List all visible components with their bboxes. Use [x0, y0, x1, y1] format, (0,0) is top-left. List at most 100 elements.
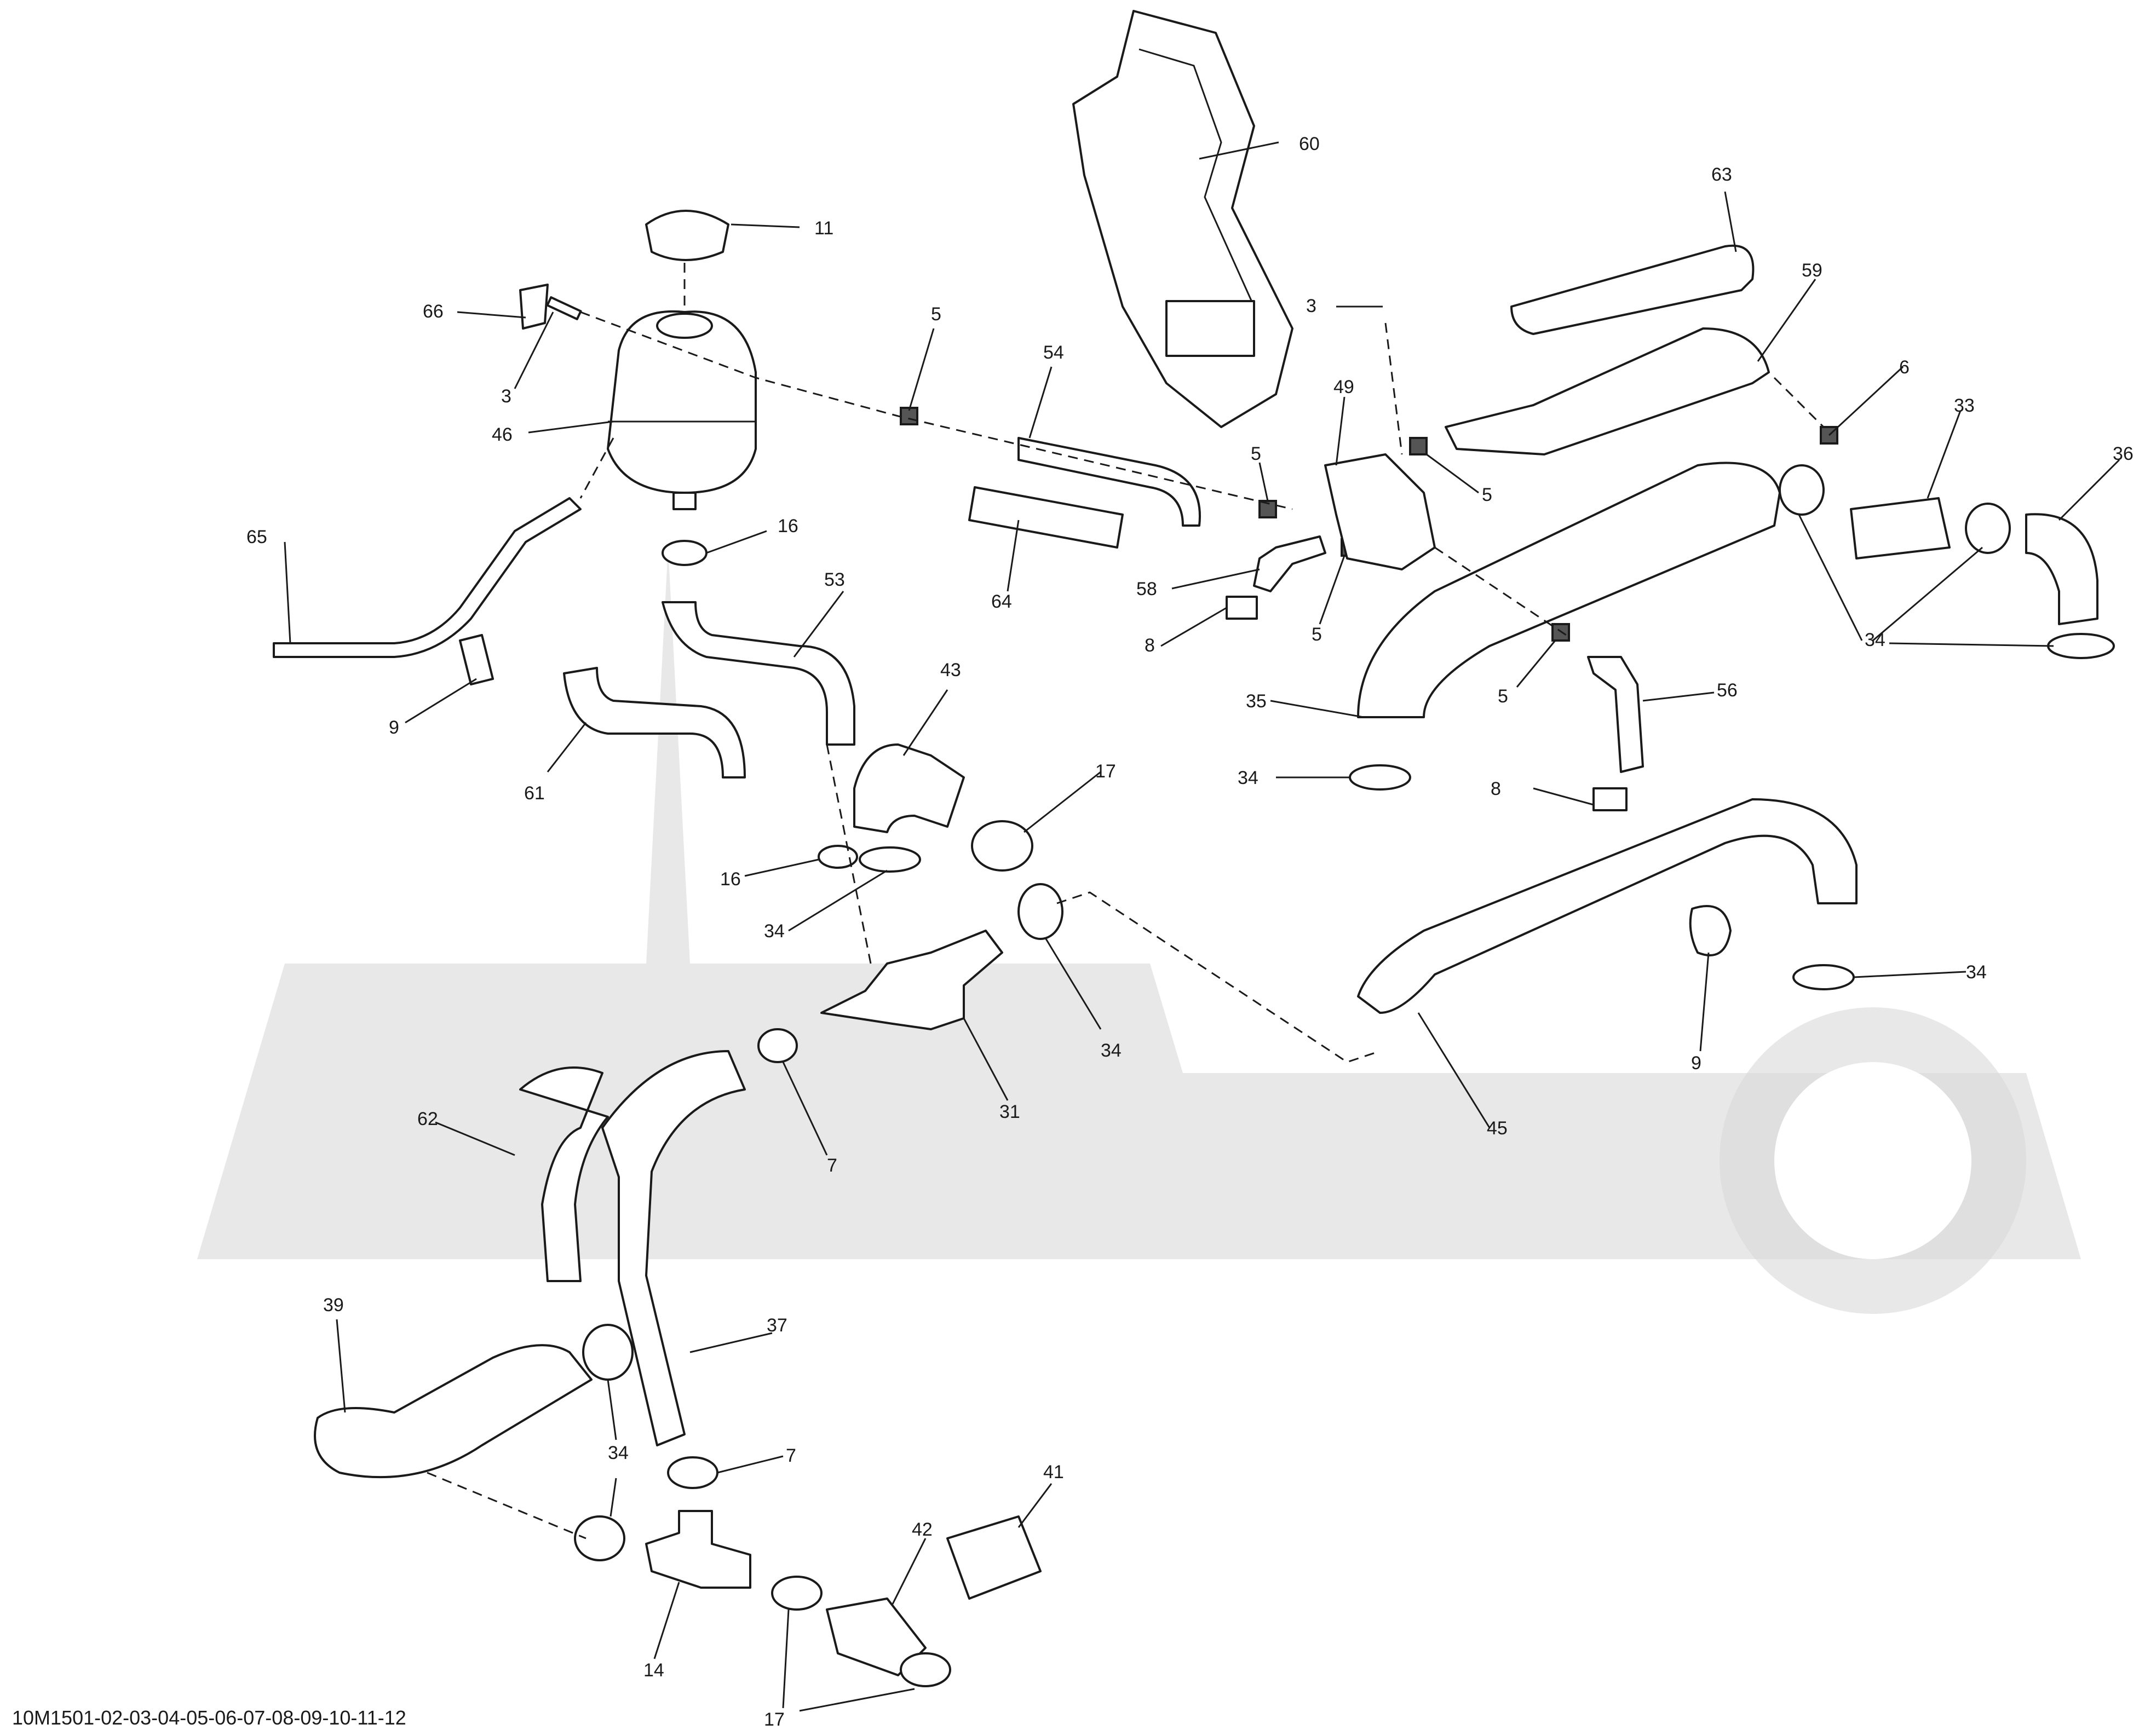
leader-58	[1171, 568, 1260, 590]
callout-45: 45	[1487, 1118, 1508, 1139]
part-7-clamp-bottom	[667, 1456, 718, 1489]
leader-34e	[1853, 971, 1967, 978]
leader-34a	[1798, 514, 1863, 641]
callout-54: 54	[1043, 342, 1064, 363]
part-33-fitting	[1850, 497, 1951, 560]
callout-9a: 9	[389, 717, 399, 738]
part-36-elbow	[2025, 513, 2098, 625]
leader-31	[963, 1018, 1009, 1101]
leader-8b	[1533, 787, 1594, 806]
callout-58: 58	[1136, 579, 1157, 599]
callout-56: 56	[1717, 680, 1738, 701]
callout-34e: 34	[1966, 962, 1987, 983]
leader-39	[336, 1319, 346, 1413]
leader-64	[1007, 520, 1020, 592]
leader-14	[653, 1582, 680, 1659]
leader-65	[284, 541, 291, 644]
leader-61	[547, 722, 587, 772]
part-34-clamp-r1	[1779, 464, 1825, 516]
callout-8a: 8	[1145, 635, 1155, 656]
leader-9b	[1699, 952, 1710, 1052]
callout-39: 39	[323, 1295, 344, 1316]
part-34-clamp-r3	[2047, 633, 2115, 659]
leader-7a	[782, 1062, 828, 1156]
callout-61: 61	[524, 783, 545, 804]
part-34-clamp-31	[1017, 883, 1063, 940]
callout-14: 14	[643, 1660, 664, 1681]
leader-62	[435, 1121, 515, 1156]
callout-37: 37	[767, 1315, 787, 1336]
leader-17b2	[799, 1688, 915, 1712]
part-66-clip	[519, 284, 549, 330]
part-9-clamp-right	[1689, 905, 1732, 956]
leader-6	[1828, 366, 1904, 436]
callout-6: 6	[1899, 357, 1910, 378]
leader-16a	[706, 530, 767, 554]
part-7-clamp-top	[757, 1028, 798, 1063]
leader-5a	[908, 328, 935, 411]
callout-42: 42	[912, 1519, 933, 1540]
callout-41: 41	[1043, 1462, 1064, 1483]
callout-8b: 8	[1491, 778, 1501, 799]
part-46-outlet	[672, 492, 697, 510]
callout-43: 43	[940, 660, 961, 680]
part-16-clamp-mid	[818, 845, 858, 869]
leader-49	[1335, 396, 1346, 466]
callout-3a: 3	[501, 386, 511, 407]
leader-53	[793, 591, 844, 658]
part-59-hose	[1445, 327, 1770, 455]
leader-36	[2058, 459, 2120, 521]
leader-34a3	[1889, 642, 2054, 647]
callout-17b: 17	[764, 1709, 785, 1730]
callout-5c: 5	[1482, 485, 1492, 505]
part-64-sleeve	[968, 486, 1124, 549]
callout-5e: 5	[1498, 686, 1508, 707]
part-9-clamp-left	[459, 634, 494, 685]
part-34-clamp-r2	[1965, 503, 2011, 554]
part-8-clip-a	[1226, 596, 1258, 620]
callout-66: 66	[423, 301, 444, 322]
leader-3a	[514, 312, 554, 389]
part-31-housing	[820, 930, 1003, 1030]
callout-65: 65	[246, 527, 267, 547]
assembly-line-6	[1434, 546, 1567, 636]
callout-53: 53	[824, 569, 845, 590]
callout-labels: 60 11 63 59 3 66 5 54 49 6 33 36 3 46 5 …	[246, 134, 2134, 1730]
part-65-tube	[273, 497, 582, 658]
callout-35: 35	[1246, 691, 1267, 712]
callout-60: 60	[1299, 134, 1320, 154]
leader-34f2	[610, 1478, 617, 1517]
leader-34d	[1045, 938, 1102, 1030]
assembly-line-5	[1773, 377, 1825, 428]
assembly-line-7	[826, 744, 872, 964]
callout-36: 36	[2113, 443, 2134, 464]
part-34-clamp-45	[1792, 964, 1855, 990]
callout-17a: 17	[1095, 761, 1116, 782]
leader-17a	[1024, 771, 1101, 833]
cooling-system-parts	[273, 10, 2115, 1687]
part-34-clamp-43	[859, 846, 921, 873]
assembly-lines	[427, 263, 1825, 1539]
callout-34f: 34	[608, 1443, 629, 1463]
callout-9b: 9	[1691, 1053, 1701, 1074]
callout-3b: 3	[1306, 296, 1316, 316]
leader-42	[892, 1538, 927, 1605]
leader-34f	[607, 1379, 617, 1440]
leader-35	[1270, 700, 1364, 718]
callout-34a: 34	[1865, 630, 1885, 650]
leader-11	[731, 223, 800, 228]
diagram-code: 10M1501-02-03-04-05-06-07-08-09-10-11-12	[12, 1706, 406, 1729]
callout-62: 62	[417, 1109, 438, 1129]
leader-41	[1017, 1483, 1053, 1528]
part-61-hose	[563, 667, 746, 778]
callout-34b: 34	[1238, 768, 1258, 788]
part-41-sleeve	[946, 1515, 1042, 1600]
part-37-hose	[601, 1050, 746, 1446]
callout-49: 49	[1333, 377, 1354, 397]
part-53-hose	[662, 601, 855, 746]
part-62-hose	[519, 1066, 609, 1282]
leader-56	[1642, 691, 1715, 702]
callout-5d: 5	[1312, 624, 1322, 645]
leader-34a2	[1872, 546, 1983, 642]
